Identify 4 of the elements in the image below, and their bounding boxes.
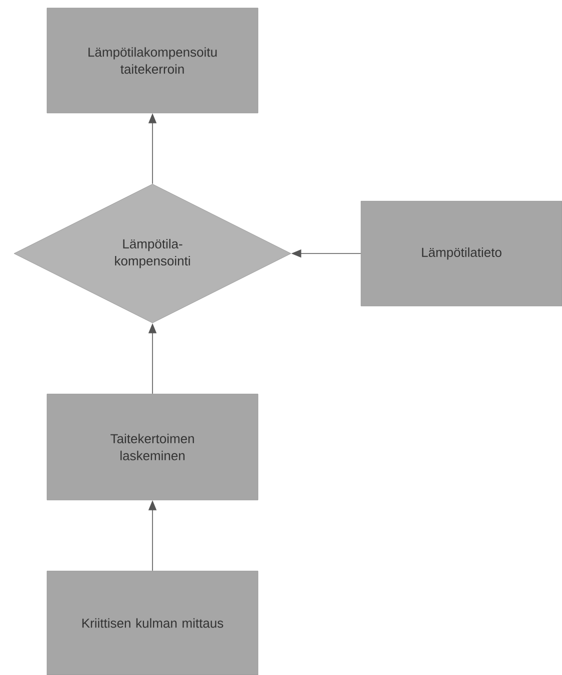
process-box: Lämpötilakompensoitu taitekerroin — [46, 8, 258, 114]
process-box: Kriittisen kulman mittaus — [46, 570, 258, 675]
process-box: Lämpötilatieto — [360, 200, 562, 306]
process-box: Taitekertoimen laskeminen — [46, 394, 258, 500]
